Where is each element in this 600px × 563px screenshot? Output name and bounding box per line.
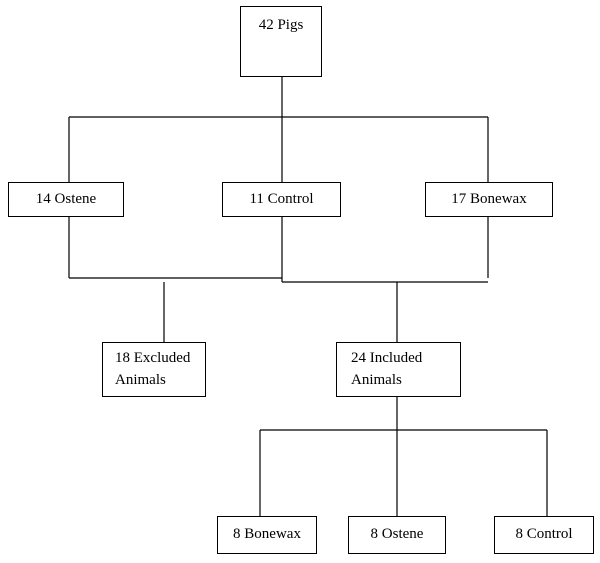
included-box-ostene: 8 Ostene (348, 516, 446, 554)
included-line1: 24 Included (351, 350, 423, 366)
included-label-ostene: 8 Ostene (370, 526, 424, 542)
root-label: 42 Pigs (258, 17, 304, 33)
group-box-ostene: 14 Ostene (8, 182, 124, 217)
excluded-line1: 18 Excluded (115, 350, 191, 366)
included-box-control: 8 Control (494, 516, 594, 554)
excluded-box: 18 Excluded Animals (102, 342, 206, 397)
group-label-control: 11 Control (249, 191, 314, 207)
group-label-ostene: 14 Ostene (35, 191, 97, 207)
included-box: 24 Included Animals (336, 342, 461, 397)
included-box-bonewax: 8 Bonewax (217, 516, 317, 554)
excluded-line2: Animals (115, 372, 166, 388)
group-box-control: 11 Control (222, 182, 341, 217)
included-label-bonewax: 8 Bonewax (233, 526, 301, 542)
root-box: 42 Pigs (240, 6, 322, 77)
included-line2: Animals (351, 372, 402, 388)
group-label-bonewax: 17 Bonewax (451, 191, 527, 207)
included-label-control: 8 Control (515, 526, 573, 542)
group-box-bonewax: 17 Bonewax (425, 182, 553, 217)
